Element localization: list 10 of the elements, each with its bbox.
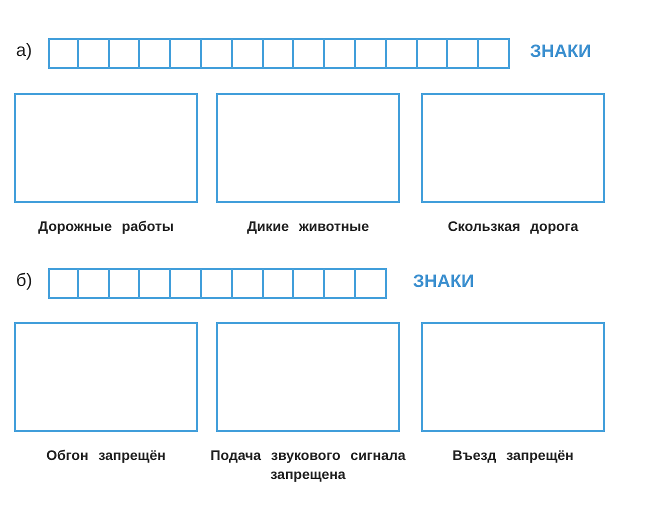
sign-caption: Дорожные работы [37, 217, 175, 236]
sign-caption: Дикие животные [246, 217, 370, 236]
sign-caption: Скользкая дорога [446, 217, 580, 236]
sign-caption: Подача звукового сигнала запрещена [209, 446, 407, 484]
item-letter: а) [16, 40, 32, 61]
sign-caption: Обгон запрещён [45, 446, 167, 465]
heading-word: ЗНАКИ [413, 271, 474, 292]
sign-caption: Въезд запрещён [451, 446, 575, 465]
item-letter: б) [16, 270, 32, 291]
heading-word: ЗНАКИ [530, 41, 592, 62]
